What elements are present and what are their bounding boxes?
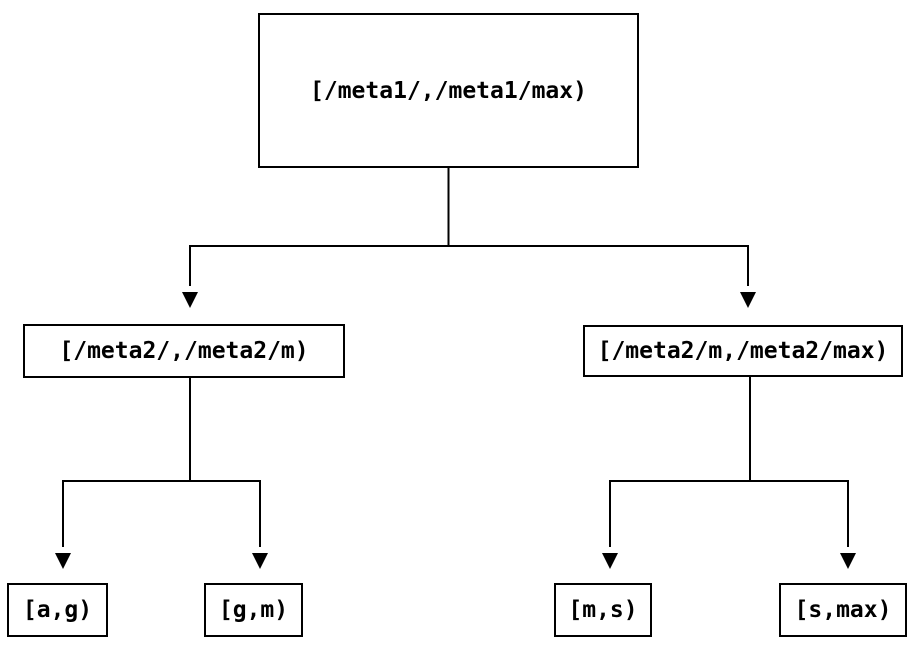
node-meta2-low-label: [/meta2/,/meta2/m) <box>59 338 309 364</box>
node-leaf-ag-label: [a,g) <box>22 597 93 623</box>
edge-rail-meta2-high <box>609 480 849 547</box>
node-leaf-smax: [s,max) <box>779 583 907 637</box>
node-leaf-gm: [g,m) <box>204 583 303 637</box>
node-meta2-high: [/meta2/m,/meta2/max) <box>583 325 903 377</box>
node-root: [/meta1/,/meta1/max) <box>258 13 639 168</box>
edge-group-meta2-high-children <box>602 377 856 569</box>
edge-rail-meta2-low <box>62 480 261 547</box>
node-leaf-ms: [m,s) <box>554 583 652 637</box>
node-meta2-low: [/meta2/,/meta2/m) <box>23 324 345 378</box>
node-meta2-high-label: [/meta2/m,/meta2/max) <box>597 338 889 364</box>
arrowhead-icon <box>602 553 618 569</box>
edge-group-root-children <box>182 168 756 308</box>
node-leaf-gm-label: [g,m) <box>218 597 289 623</box>
edge-group-meta2-low-children <box>55 378 268 569</box>
arrowhead-icon <box>252 553 268 569</box>
node-leaf-smax-label: [s,max) <box>794 597 892 623</box>
node-root-label: [/meta1/,/meta1/max) <box>310 77 587 104</box>
edge-rail-root <box>189 245 749 286</box>
node-leaf-ms-label: [m,s) <box>568 597 638 623</box>
arrowhead-icon <box>182 292 198 308</box>
arrowhead-icon <box>840 553 856 569</box>
arrowhead-icon <box>740 292 756 308</box>
arrowhead-icon <box>55 553 71 569</box>
node-leaf-ag: [a,g) <box>7 583 108 637</box>
